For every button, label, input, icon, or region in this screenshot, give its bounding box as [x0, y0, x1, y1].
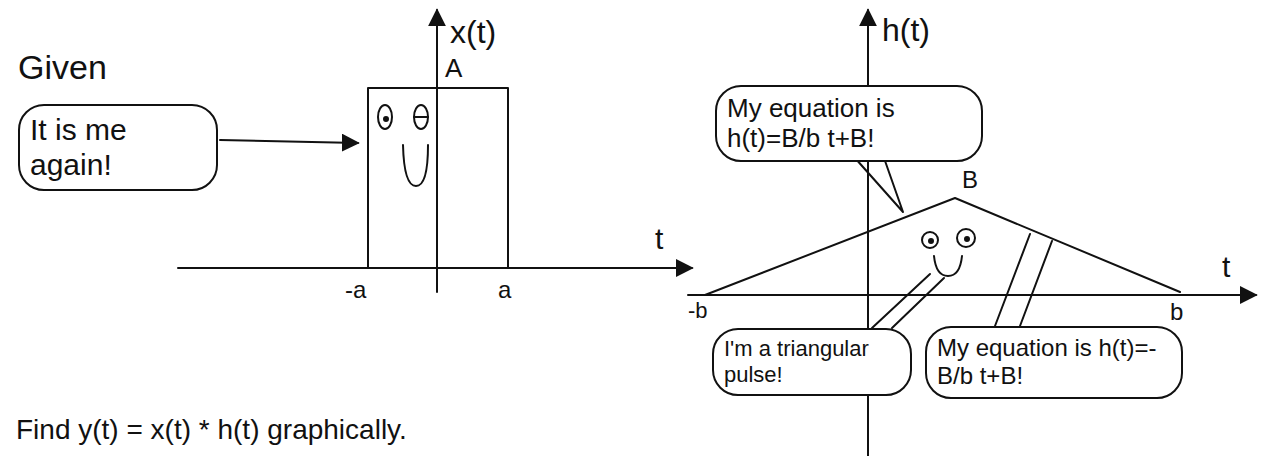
amplitude-label: B — [962, 166, 978, 194]
leader-line — [1020, 241, 1052, 326]
pulse-eye — [414, 105, 428, 129]
tick-label: -a — [345, 276, 366, 304]
bubble-text: My equation is h(t)=B/b t+B! — [727, 93, 971, 154]
pulse-eye — [378, 105, 392, 129]
x-vertical-axis — [436, 10, 438, 292]
speech-bubble: My equation is h(t)=-B/b t+B! — [925, 326, 1183, 399]
tick-label: -b — [688, 298, 708, 323]
leader-line — [892, 278, 944, 328]
bubble-text: My equation is h(t)=-B/b t+B! — [937, 334, 1171, 391]
problem-statement: Find y(t) = x(t) * h(t) graphically. — [16, 414, 407, 446]
triangle-pupil — [965, 237, 969, 241]
x-time-axis — [178, 267, 692, 269]
rectangular-pulse — [368, 88, 508, 268]
bubble-text: I'm a triangular pulse! — [724, 336, 900, 388]
speech-bubble: It is me again! — [18, 104, 218, 191]
h-time-axis — [688, 294, 1256, 296]
triangle-eye — [957, 229, 975, 247]
axis-label: t — [655, 222, 663, 257]
triangle-eye — [922, 232, 938, 248]
pulse-pupil — [384, 117, 388, 121]
triangle-mouth — [934, 256, 962, 276]
given-heading: Given — [18, 48, 107, 87]
pointer-arrow — [220, 140, 358, 143]
axis-label: t — [1222, 250, 1230, 285]
axis-label: h(t) — [882, 12, 930, 49]
tick-label: a — [498, 276, 511, 304]
pulse-mouth — [403, 145, 428, 186]
bubble-tail — [855, 158, 903, 212]
speech-bubble: My equation is h(t)=B/b t+B! — [715, 85, 983, 162]
bubble-text: It is me again! — [30, 112, 206, 183]
triangle-pupil — [929, 239, 933, 243]
amplitude-label: A — [445, 54, 462, 84]
axis-label: x(t) — [450, 14, 496, 51]
tick-label: b — [1170, 298, 1183, 326]
pulse-pupil-line — [414, 116, 428, 118]
speech-bubble: I'm a triangular pulse! — [712, 328, 912, 396]
